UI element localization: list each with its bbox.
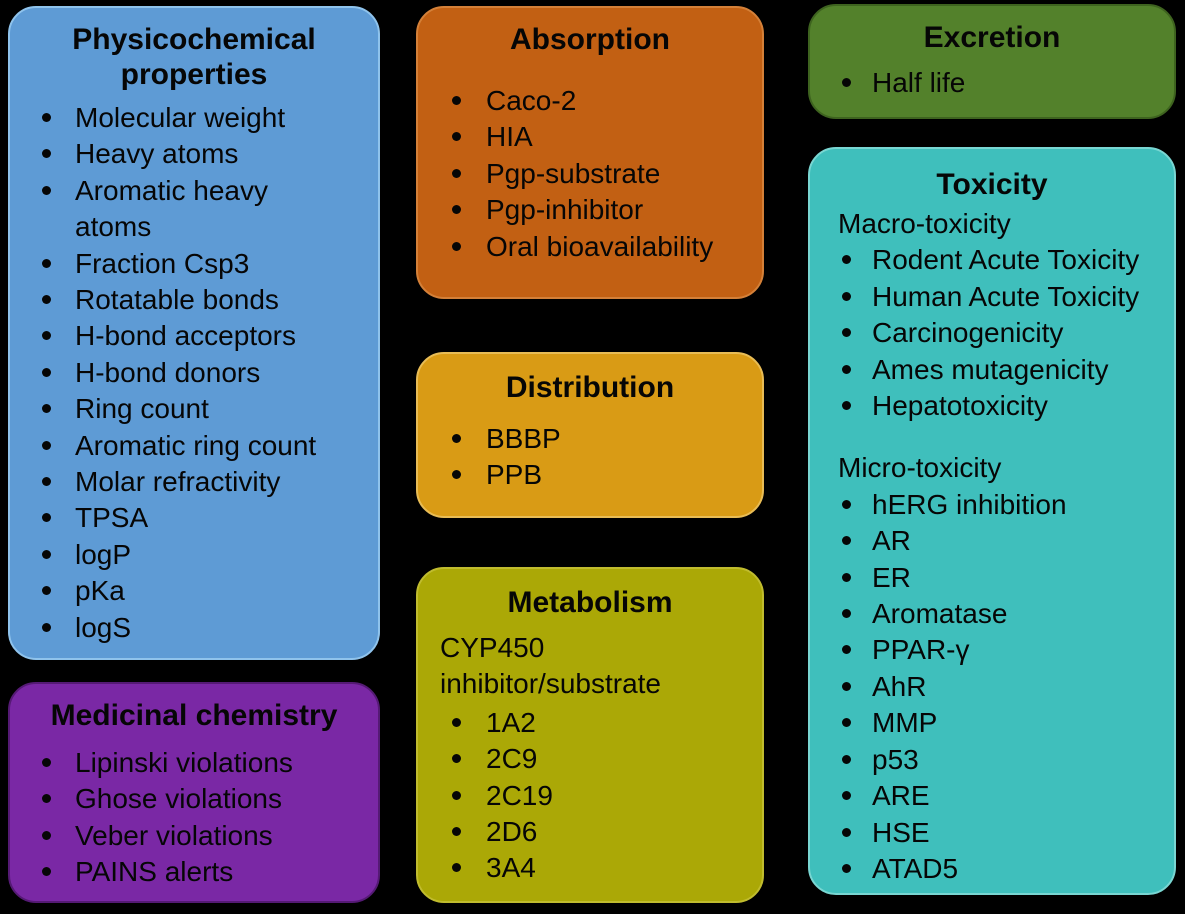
micro-toxicity-list: hERG inhibition AR ER Aromatase PPAR-γ A… (830, 487, 1154, 887)
list-item: ARE (830, 778, 1154, 814)
list-item: hERG inhibition (830, 487, 1154, 523)
macro-toxicity-list: Rodent Acute Toxicity Human Acute Toxici… (830, 242, 1154, 424)
list-item: Lipinski violations (30, 745, 358, 781)
list-item: BBBP (438, 421, 742, 457)
list-item: Carcinogenicity (830, 315, 1154, 351)
metabolism-box: Metabolism CYP450 inhibitor/substrate 1A… (416, 567, 764, 903)
property-list: BBBP PPB (438, 421, 742, 494)
list-item: TPSA (30, 500, 358, 536)
box-title: Excretion (923, 21, 1061, 54)
list-item: Rodent Acute Toxicity (830, 242, 1154, 278)
absorption-box: Absorption Caco-2 HIA Pgp-substrate Pgp-… (416, 6, 764, 299)
list-item: logP (30, 537, 358, 573)
list-item: Aromatic ring count (30, 428, 358, 464)
list-item: Human Acute Toxicity (830, 279, 1154, 315)
physicochemical-properties-box: Physicochemical properties Molecular wei… (8, 6, 380, 660)
box-title: Physicochemical properties (72, 23, 316, 91)
property-list: Lipinski violations Ghose violations Veb… (30, 745, 358, 891)
list-item: H-bond donors (30, 355, 358, 391)
list-item: Fraction Csp3 (30, 246, 358, 282)
list-item: p53 (830, 742, 1154, 778)
box-title: Medicinal chemistry (50, 699, 338, 732)
list-item: Ames mutagenicity (830, 352, 1154, 388)
property-list: 1A2 2C9 2C19 2D6 3A4 (438, 705, 742, 887)
list-item: PPB (438, 457, 742, 493)
list-item: MMP (830, 705, 1154, 741)
list-item: AR (830, 523, 1154, 559)
property-list: Half life (830, 65, 1154, 101)
list-item: 2C19 (438, 778, 742, 814)
list-item: HSE (830, 815, 1154, 851)
box-title: Metabolism (507, 586, 673, 619)
box-title: Toxicity (936, 168, 1048, 201)
list-item: 1A2 (438, 705, 742, 741)
list-item: AhR (830, 669, 1154, 705)
toxicity-box: Toxicity Macro-toxicity Rodent Acute Tox… (808, 147, 1176, 895)
list-item: Hepatotoxicity (830, 388, 1154, 424)
list-item: Molar refractivity (30, 464, 358, 500)
list-item: Pgp-inhibitor (438, 192, 742, 228)
list-item: pKa (30, 573, 358, 609)
property-list: Caco-2 HIA Pgp-substrate Pgp-inhibitor O… (438, 83, 742, 265)
list-item: Molecular weight (30, 100, 358, 136)
list-item: PPAR-γ (830, 632, 1154, 668)
list-item: logS (30, 610, 358, 646)
list-item: Ghose violations (30, 781, 358, 817)
list-item: Rotatable bonds (30, 282, 358, 318)
list-item: Half life (830, 65, 1154, 101)
box-title: Absorption (510, 23, 670, 56)
list-item: H-bond acceptors (30, 318, 358, 354)
property-list: Molecular weight Heavy atoms Aromatic he… (30, 100, 358, 646)
list-item: 3A4 (438, 850, 742, 886)
list-item: HIA (438, 119, 742, 155)
distribution-box: Distribution BBBP PPB (416, 352, 764, 518)
list-item: Caco-2 (438, 83, 742, 119)
list-item: Aromatic heavy atoms (30, 173, 358, 246)
list-item: ER (830, 560, 1154, 596)
list-item: PAINS alerts (30, 854, 358, 890)
box-subtitle: CYP450 inhibitor/substrate (440, 632, 662, 700)
list-item: ATAD5 (830, 851, 1154, 887)
list-item: 2D6 (438, 814, 742, 850)
list-item: Aromatase (830, 596, 1154, 632)
box-title: Distribution (505, 371, 675, 404)
list-item: Oral bioavailability (438, 229, 742, 265)
list-item: Ring count (30, 391, 358, 427)
list-item: 2C9 (438, 741, 742, 777)
micro-toxicity-label: Micro-toxicity (838, 452, 1002, 484)
macro-toxicity-label: Macro-toxicity (838, 208, 1011, 239)
list-item: Pgp-substrate (438, 156, 742, 192)
medicinal-chemistry-box: Medicinal chemistry Lipinski violations … (8, 682, 380, 903)
excretion-box: Excretion Half life (808, 4, 1176, 119)
list-item: Heavy atoms (30, 136, 358, 172)
list-item: Veber violations (30, 818, 358, 854)
